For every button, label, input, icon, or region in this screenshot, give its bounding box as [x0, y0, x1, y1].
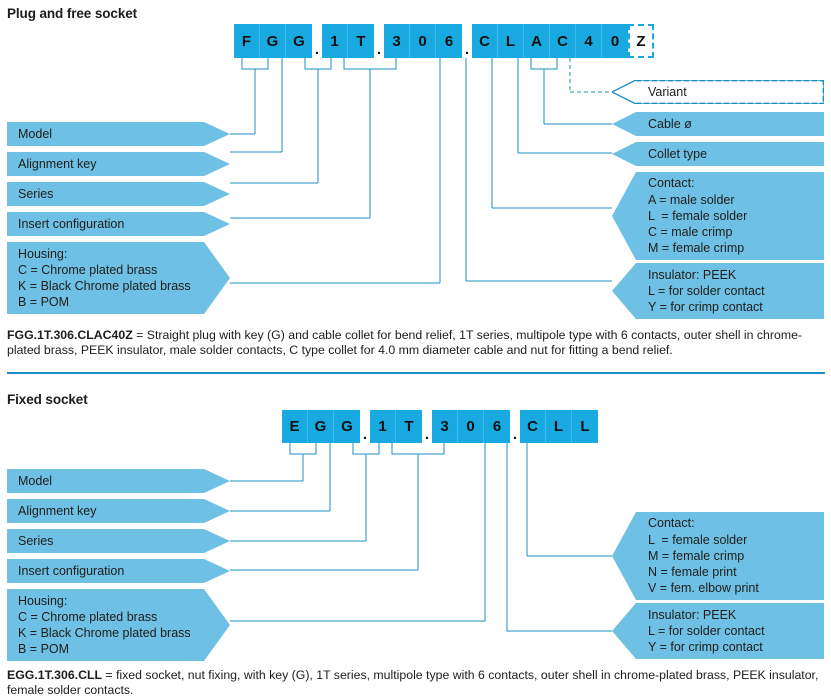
- label-line: Variant: [648, 84, 687, 99]
- label-series-top: Series: [7, 182, 230, 206]
- code-separator-3-bottom: .: [512, 426, 518, 443]
- label-line: A = male solder: [648, 192, 735, 207]
- code-char-0: 0: [410, 24, 436, 58]
- code-char-1: 1: [322, 24, 348, 58]
- code-char-6: 6: [436, 24, 462, 58]
- code-char-C-housing-bottom: C: [520, 410, 546, 443]
- code-separator-2: .: [376, 41, 382, 58]
- code-char-G1-bottom: G: [308, 410, 334, 443]
- code-char-4: 4: [576, 24, 602, 58]
- label-line: C = male crimp: [648, 225, 733, 240]
- code-char-3-bottom: 3: [432, 410, 458, 443]
- caption-text: = Straight plug with key (G) and cable c…: [7, 328, 802, 358]
- label-line: V = fem. elbow print: [648, 581, 759, 596]
- label-line: B = POM: [18, 642, 70, 657]
- label-alignment-key-bottom: Alignment key: [7, 499, 230, 523]
- code-separator-2-bottom: .: [424, 426, 430, 443]
- caption-text: = fixed socket, nut fixing, with key (G)…: [7, 668, 819, 698]
- caption-code: EGG.1T.306.CLL: [7, 668, 102, 682]
- label-line: Housing:: [18, 246, 68, 261]
- label-contact-bottom: Contact: L = female solder M = female cr…: [612, 512, 824, 600]
- label-line: Collet type: [648, 146, 708, 161]
- section-title-plug-and-free-socket: Plug and free socket: [7, 6, 138, 21]
- label-housing-top: Housing: C = Chrome plated brass K = Bla…: [7, 242, 230, 314]
- label-line: M = female crimp: [648, 548, 745, 563]
- label-line: Model: [18, 126, 53, 141]
- label-line: Y = for crimp contact: [648, 300, 763, 315]
- label-line: Alignment key: [18, 156, 97, 171]
- code-char-Z-variant: Z: [628, 24, 654, 58]
- code-separator-3: .: [464, 41, 470, 58]
- code-char-F: F: [234, 24, 260, 58]
- code-char-C-collet: C: [550, 24, 576, 58]
- label-line: L = female solder: [648, 532, 748, 547]
- label-line: K = Black Chrome plated brass: [18, 279, 191, 293]
- label-cable-diameter-top: Cable ø: [612, 112, 824, 136]
- label-line: K = Black Chrome plated brass: [18, 626, 191, 640]
- label-line: Model: [18, 473, 53, 488]
- label-line: Contact:: [648, 176, 695, 191]
- code-char-T: T: [348, 24, 374, 58]
- label-line: Insulator: PEEK: [648, 607, 737, 622]
- label-model-bottom: Model: [7, 469, 230, 493]
- caption-plug-and-free-socket: FGG.1T.306.CLAC40Z = Straight plug with …: [7, 328, 825, 359]
- label-housing-bottom: Housing: C = Chrome plated brass K = Bla…: [7, 589, 230, 661]
- label-insulator-bottom: Insulator: PEEK L = for solder contact Y…: [612, 603, 824, 659]
- label-line: Y = for crimp contact: [648, 640, 763, 655]
- code-separator-1: .: [314, 41, 320, 58]
- section-title-fixed-socket: Fixed socket: [7, 392, 88, 407]
- label-line: B = POM: [18, 295, 70, 310]
- code-char-3: 3: [384, 24, 410, 58]
- code-char-G2: G: [286, 24, 312, 58]
- label-insert-configuration-bottom: Insert configuration: [7, 559, 230, 583]
- label-line: Housing:: [18, 593, 68, 608]
- label-line: M = female crimp: [648, 241, 745, 256]
- label-line: Series: [18, 533, 54, 548]
- code-char-0-bottom: 0: [458, 410, 484, 443]
- code-char-T-bottom: T: [396, 410, 422, 443]
- label-line: Insulator: PEEK: [648, 267, 737, 282]
- label-line: Contact:: [648, 516, 695, 531]
- label-line: L = for solder contact: [648, 283, 765, 298]
- label-model-top: Model: [7, 122, 230, 146]
- section-divider: [7, 372, 825, 374]
- code-char-L-insulator-bottom: L: [546, 410, 572, 443]
- code-separator-1-bottom: .: [362, 426, 368, 443]
- label-line: L = for solder contact: [648, 623, 765, 638]
- code-char-G2-bottom: G: [334, 410, 360, 443]
- label-line: L = female solder: [648, 208, 748, 223]
- code-char-E: E: [282, 410, 308, 443]
- label-line: Alignment key: [18, 503, 97, 518]
- code-char-C-housing: C: [472, 24, 498, 58]
- label-line: N = female print: [648, 565, 737, 580]
- code-char-L-insulator: L: [498, 24, 524, 58]
- variant-outline-shape: [612, 80, 824, 104]
- caption-code: FGG.1T.306.CLAC40Z: [7, 328, 133, 342]
- label-insert-configuration-top: Insert configuration: [7, 212, 230, 236]
- label-variant-top: Variant: [612, 80, 824, 104]
- label-contact-top: Contact: A = male solder L = female sold…: [612, 172, 824, 260]
- caption-fixed-socket: EGG.1T.306.CLL = fixed socket, nut fixin…: [7, 668, 825, 699]
- code-char-6-bottom: 6: [484, 410, 510, 443]
- code-char-L-contact-bottom: L: [572, 410, 598, 443]
- label-alignment-key-top: Alignment key: [7, 152, 230, 176]
- label-series-bottom: Series: [7, 529, 230, 553]
- code-char-A-contact: A: [524, 24, 550, 58]
- label-line: C = Chrome plated brass: [18, 609, 158, 624]
- label-line: Series: [18, 186, 54, 201]
- code-char-1-bottom: 1: [370, 410, 396, 443]
- label-collet-type-top: Collet type: [612, 142, 824, 166]
- label-line: C = Chrome plated brass: [18, 262, 158, 277]
- label-insulator-top: Insulator: PEEK L = for solder contact Y…: [612, 263, 824, 319]
- code-char-G1: G: [260, 24, 286, 58]
- label-line: Cable ø: [648, 116, 692, 131]
- code-char-0-cable: 0: [602, 24, 628, 58]
- label-line: Insert configuration: [18, 216, 125, 231]
- label-line: Insert configuration: [18, 563, 125, 578]
